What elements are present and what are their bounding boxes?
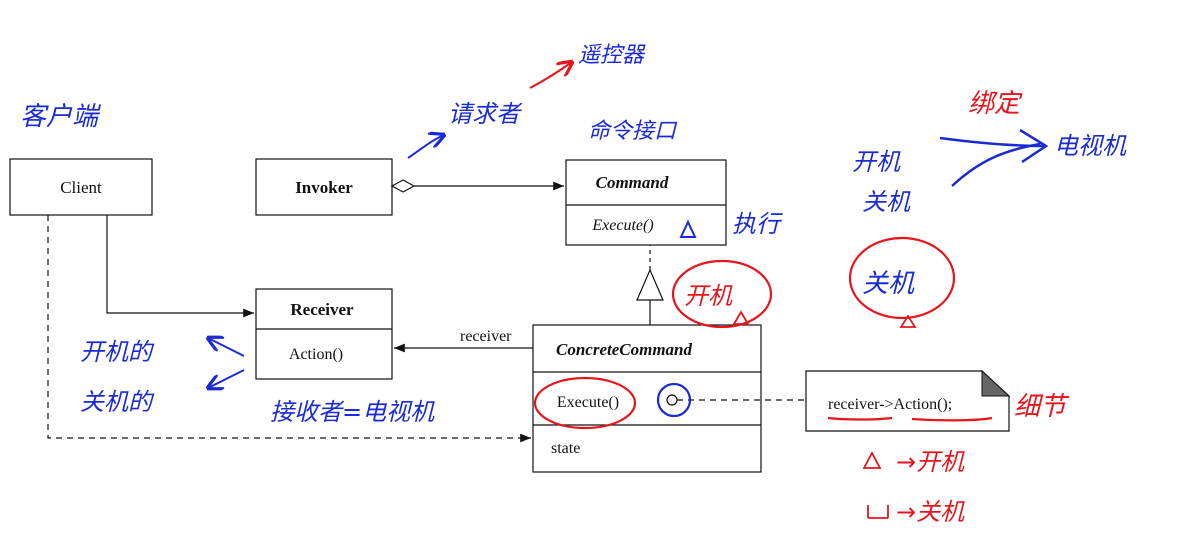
command-class-name: Command <box>596 173 669 192</box>
invoker-class-name: Invoker <box>295 178 353 197</box>
command-class: Command Execute() <box>565 159 727 246</box>
bind-annotation: 绑定 <box>968 89 1023 119</box>
concrete-state-attribute: state <box>551 440 580 457</box>
concrete-execute-operation: Execute() <box>557 394 619 411</box>
client-concrete-dependency <box>47 215 531 443</box>
execute-handwritten-label: 执行 <box>679 210 783 238</box>
receiver-tv-handwritten: 接收者=电视机 <box>270 398 435 426</box>
note-annotation: 细节 <box>1014 392 1070 422</box>
invoker-handwritten-label: 请求者 <box>407 100 523 159</box>
binding-handwritten: 开机 关机 电视机 <box>852 128 1127 216</box>
bind-left-on: 开机 <box>852 148 901 176</box>
receiver-ops-handwritten: 开机的 关机的 <box>80 338 245 416</box>
receiver-op-on: 开机的 <box>80 338 155 366</box>
standalone-off-circle: 关机 <box>848 236 956 328</box>
concrete-annotation: 开机 <box>684 282 733 310</box>
execute-note-link <box>666 394 806 406</box>
invoker-command-aggregation <box>390 179 564 193</box>
invoker-annotation: 请求者 <box>448 100 523 128</box>
command-execute-operation: Execute() <box>591 217 653 234</box>
standalone-off-label: 关机 <box>862 269 915 299</box>
receiver-class-name: Receiver <box>290 300 354 319</box>
delta-icon <box>899 314 917 328</box>
client-class: Client <box>9 158 153 216</box>
receiver-op-off: 关机的 <box>80 388 155 416</box>
note-handwritten-label: 细节 <box>1014 392 1070 422</box>
note-item-off: →关机 <box>896 498 965 526</box>
remote-annotation: 遥控器 <box>578 43 646 68</box>
receiver-class: Receiver Action() <box>255 288 393 380</box>
bind-target: 电视机 <box>1054 132 1127 160</box>
execute-annotation: 执行 <box>732 210 783 238</box>
client-annotation: 客户端 <box>20 102 102 132</box>
client-class-name: Client <box>60 178 102 197</box>
receiver-tv-annotation: 接收者=电视机 <box>270 398 435 426</box>
bind-left-off: 关机 <box>862 188 911 216</box>
invoker-class: Invoker <box>255 158 393 216</box>
client-handwritten-label: 客户端 <box>20 102 102 132</box>
concrete-command-class-name: ConcreteCommand <box>556 340 693 359</box>
note-item-on: →开机 <box>896 448 965 476</box>
note-code-text: receiver->Action(); <box>828 396 952 413</box>
delta-icon <box>679 219 697 238</box>
note-red-underlines <box>827 416 993 422</box>
delta-icon <box>732 310 750 325</box>
receiver-role-label: receiver <box>460 328 512 345</box>
bind-handwritten-title: 绑定 <box>968 89 1023 119</box>
execute-red-circle <box>533 376 637 430</box>
delta-icon <box>862 451 882 469</box>
command-handwritten-label: 命令接口 <box>588 119 678 144</box>
command-annotation-part1: 命令接口 <box>588 119 678 144</box>
client-receiver-association <box>106 215 254 318</box>
command-red-circle: 开机 <box>671 259 773 329</box>
concrete-command-inheritance <box>636 245 664 325</box>
implementation-note: receiver->Action(); <box>805 369 1011 432</box>
concrete-receiver-association: receiver <box>394 328 533 353</box>
note-items-handwritten: →开机 →关机 <box>862 448 965 526</box>
concrete-command-class: ConcreteCommand Execute() state <box>532 324 762 473</box>
receiver-action-operation: Action() <box>289 346 343 363</box>
remote-handwritten-label: 遥控器 <box>529 43 646 89</box>
delta-icon <box>867 505 889 519</box>
execute-circle-handwritten <box>656 382 692 418</box>
